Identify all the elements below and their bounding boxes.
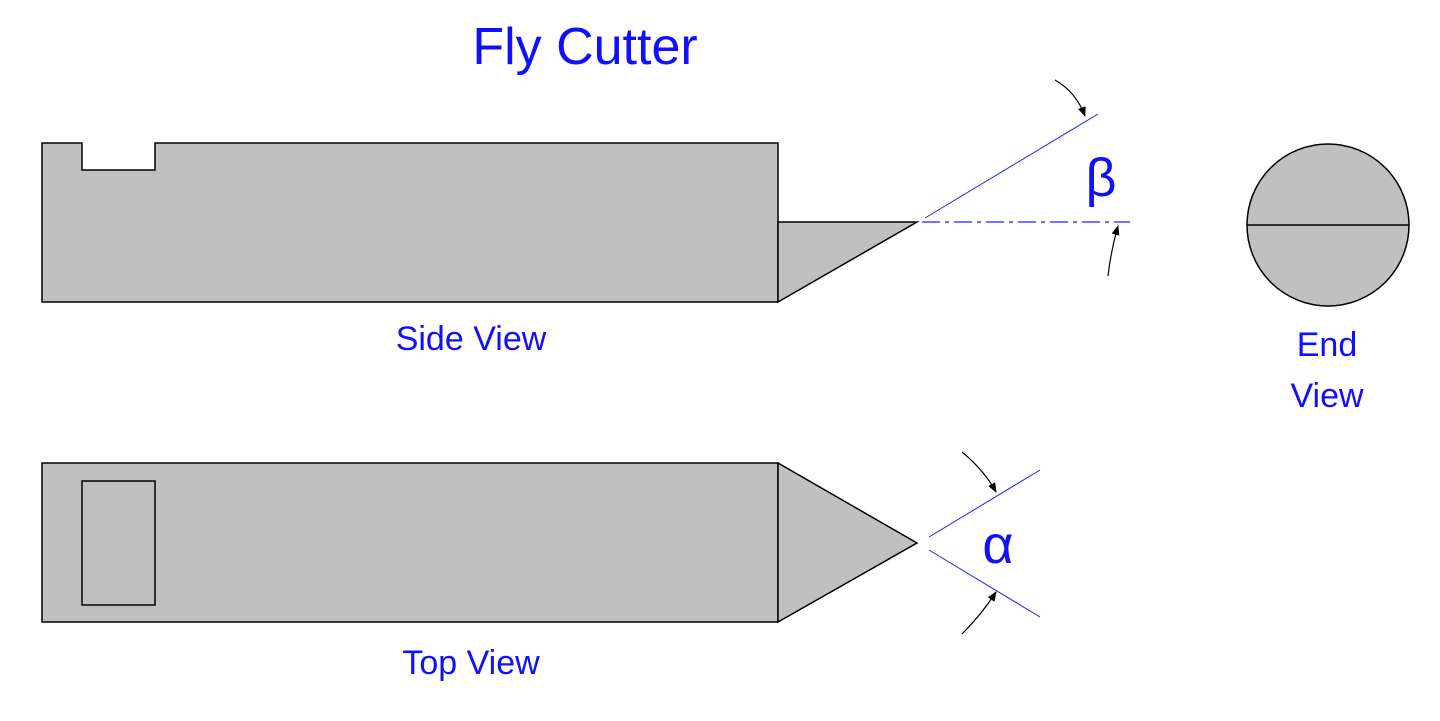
side-view-tip xyxy=(777,221,920,304)
end-view-label-line2: View xyxy=(1290,377,1364,415)
side-view: Side View xyxy=(41,142,920,358)
beta-angle-dimension: β xyxy=(922,79,1130,277)
alpha-symbol: α xyxy=(982,515,1013,575)
alpha-angle-dimension: α xyxy=(928,451,1041,635)
top-view-tip xyxy=(777,461,919,624)
beta-symbol: β xyxy=(1085,148,1116,208)
alpha-lower-line xyxy=(928,549,1041,618)
alpha-upper-line xyxy=(928,469,1041,538)
alpha-upper-arrow xyxy=(961,451,997,493)
top-view-body xyxy=(41,462,779,623)
top-view: Top View xyxy=(41,461,919,682)
beta-upper-arrow xyxy=(1054,79,1086,117)
diagram-title: Fly Cutter xyxy=(472,18,697,76)
end-view: End View xyxy=(1246,143,1410,415)
alpha-lower-arrow xyxy=(961,591,997,635)
top-view-label: Top View xyxy=(402,644,540,682)
side-view-body xyxy=(41,142,779,303)
beta-extension-line xyxy=(924,113,1099,219)
beta-lower-arrow xyxy=(1107,225,1120,277)
top-view-slot xyxy=(81,480,156,606)
side-view-label: Side View xyxy=(396,320,547,358)
end-view-label-line1: End xyxy=(1297,326,1358,364)
